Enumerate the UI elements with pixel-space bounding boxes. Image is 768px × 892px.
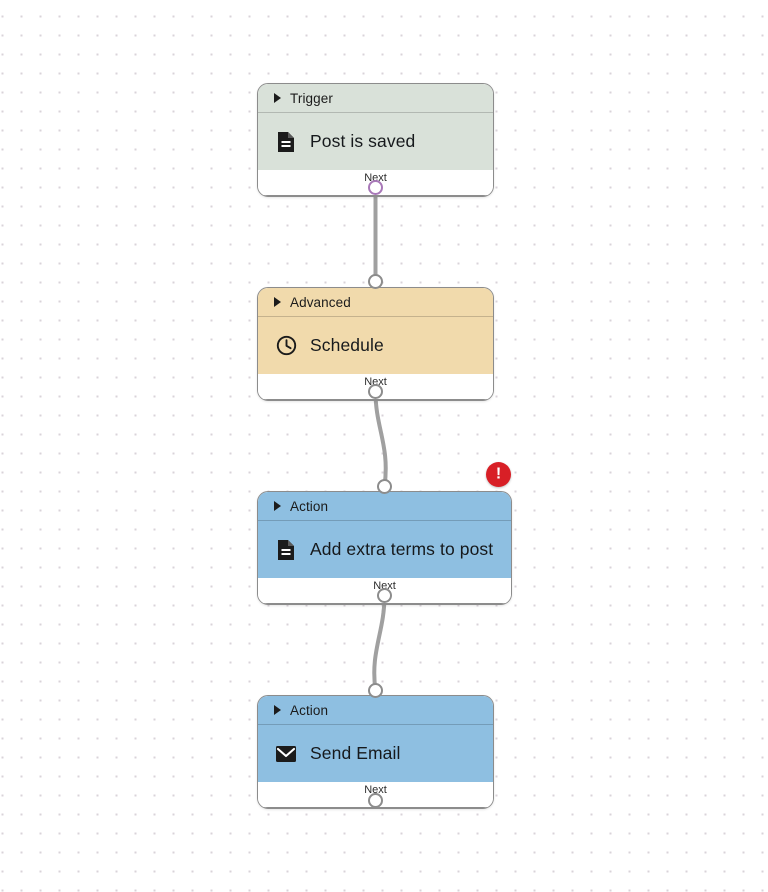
node-title: Add extra terms to post [310, 539, 494, 559]
error-exclamation-icon: ! [495, 465, 502, 482]
edge-action1-to-action2 [372, 594, 387, 692]
node-footer-label: Next [364, 784, 387, 796]
workflow-node-advanced[interactable]: Advanced Schedule Next [257, 287, 494, 401]
expand-triangle-icon[interactable] [274, 705, 281, 715]
port-action1-in[interactable] [377, 479, 392, 494]
footer-divider [258, 603, 511, 604]
node-body-advanced[interactable]: Schedule [258, 317, 493, 374]
clock-icon [275, 335, 297, 357]
node-header-action-2[interactable]: Action [258, 696, 493, 725]
node-body-action-2[interactable]: Send Email [258, 725, 493, 782]
node-header-label: Action [290, 702, 329, 718]
workflow-node-send-email[interactable]: Action Send Email Next [257, 695, 494, 809]
envelope-icon [275, 743, 297, 765]
node-header-action-1[interactable]: Action [258, 492, 511, 521]
node-header-advanced[interactable]: Advanced [258, 288, 493, 317]
node-header-label: Trigger [290, 90, 333, 106]
port-action2-in[interactable] [368, 683, 383, 698]
node-body-action-1[interactable]: Add extra terms to post [258, 521, 511, 578]
node-title: Send Email [310, 743, 401, 763]
port-action1-out[interactable] [377, 588, 392, 603]
document-icon [275, 539, 297, 561]
error-badge[interactable]: ! [486, 462, 511, 487]
footer-divider [258, 399, 493, 400]
port-advanced-out[interactable] [368, 384, 383, 399]
port-action2-out[interactable] [368, 793, 383, 808]
expand-triangle-icon[interactable] [274, 297, 281, 307]
expand-triangle-icon[interactable] [274, 93, 281, 103]
document-icon [275, 131, 297, 153]
node-title: Schedule [310, 335, 384, 355]
workflow-node-add-extra-terms[interactable]: Action Add extra terms to post Next [257, 491, 512, 605]
port-advanced-in[interactable] [368, 274, 383, 289]
node-body-trigger[interactable]: Post is saved [258, 113, 493, 170]
footer-divider [258, 195, 493, 196]
port-trigger-out[interactable] [368, 180, 383, 195]
node-header-trigger[interactable]: Trigger [258, 84, 493, 113]
expand-triangle-icon[interactable] [274, 501, 281, 511]
edge-advanced-to-action1 [373, 390, 388, 488]
node-title: Post is saved [310, 131, 416, 151]
node-header-label: Advanced [290, 294, 351, 310]
node-header-label: Action [290, 498, 329, 514]
